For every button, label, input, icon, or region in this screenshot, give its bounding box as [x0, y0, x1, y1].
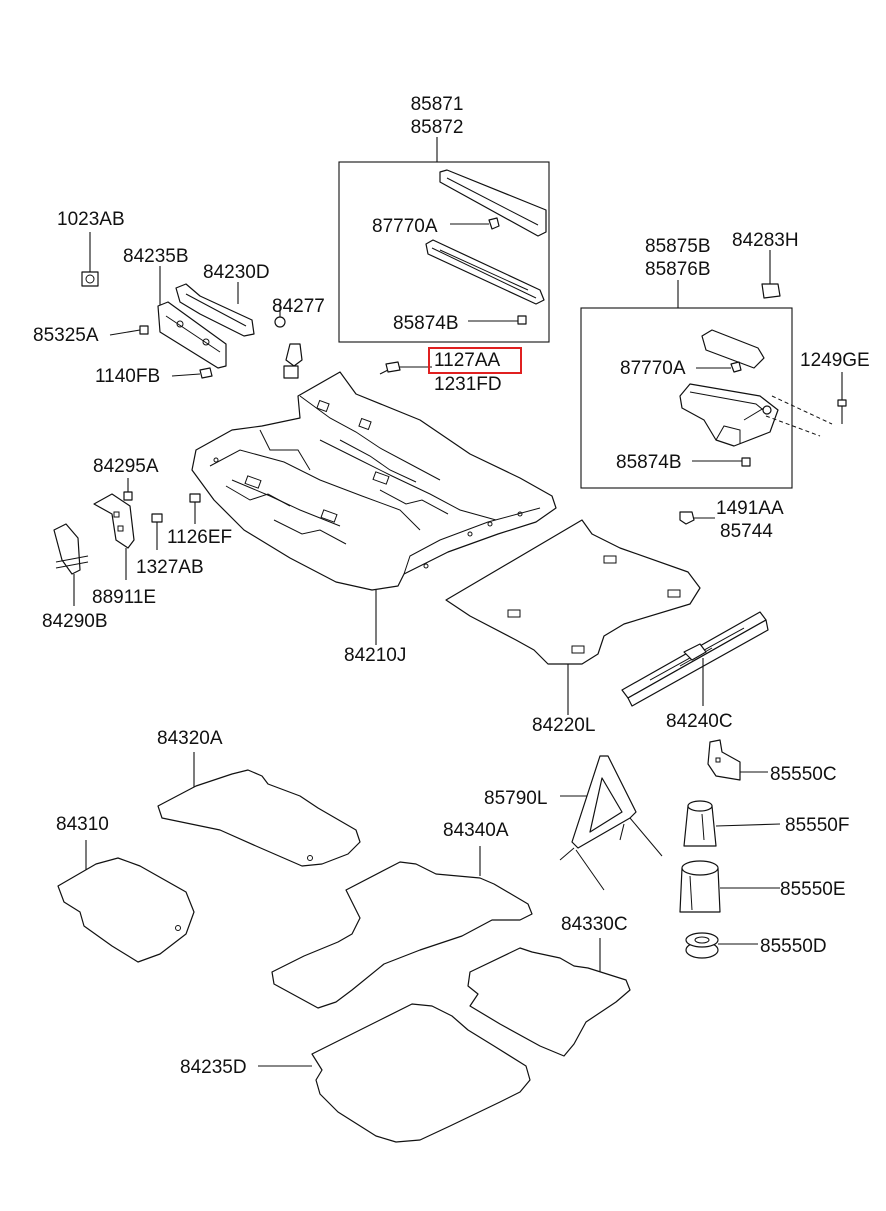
label-84220l: 84220L	[532, 715, 595, 736]
label-85550c: 85550C	[770, 764, 837, 785]
label-1023ab: 1023AB	[57, 209, 125, 230]
label-85876b: 85876B	[645, 259, 711, 280]
highlight-box-1127aa	[428, 347, 522, 374]
part-84220l	[445, 519, 701, 715]
part-84320a	[157, 752, 361, 867]
label-84235d: 84235D	[180, 1057, 247, 1078]
label-85875b: 85875B	[645, 236, 711, 257]
label-85874b-top: 85874B	[393, 313, 459, 334]
part-1249ge	[837, 372, 847, 424]
part-85790l	[559, 755, 663, 891]
part-85550d	[685, 932, 758, 959]
part-1140fb	[171, 367, 213, 379]
label-1231fd: 1231FD	[434, 374, 502, 395]
label-85550d: 85550D	[760, 936, 827, 957]
label-84310: 84310	[56, 814, 109, 835]
part-85550c	[707, 739, 768, 781]
part-84235b	[157, 266, 227, 369]
label-1327ab: 1327AB	[136, 557, 204, 578]
label-84210j: 84210J	[344, 645, 406, 666]
label-88911e: 88911E	[92, 587, 156, 608]
label-85744: 85744	[720, 521, 773, 542]
part-85550f	[683, 800, 781, 847]
part-88911e	[93, 493, 135, 580]
label-84340a: 84340A	[443, 820, 509, 841]
label-84295a: 84295A	[93, 456, 159, 477]
label-87770a-right: 87770A	[620, 358, 686, 379]
label-85874b-right: 85874B	[616, 452, 682, 473]
part-1127aa	[379, 361, 432, 375]
box-85875-group	[580, 280, 833, 489]
label-85871: 85871	[411, 94, 464, 115]
label-87770a-top: 87770A	[372, 216, 438, 237]
label-1491aa: 1491AA	[716, 498, 784, 519]
part-84295a	[123, 478, 133, 501]
part-84235d	[258, 1003, 531, 1143]
part-84230d	[175, 282, 255, 337]
part-84310	[57, 840, 195, 963]
label-84290b: 84290B	[42, 611, 108, 632]
part-84283h	[761, 250, 781, 299]
label-1249ge: 1249GE	[800, 350, 870, 371]
part-85550e	[679, 860, 780, 913]
label-1126ef: 1126EF	[167, 527, 232, 548]
label-84240c: 84240C	[666, 711, 733, 732]
label-84230d: 84230D	[203, 262, 270, 283]
part-84240c	[621, 611, 769, 707]
label-1127aa: 1127AA	[434, 350, 501, 371]
part-84330c	[467, 938, 631, 1057]
label-85550e: 85550E	[780, 879, 846, 900]
label-85325a: 85325A	[33, 325, 99, 346]
part-85325a	[109, 325, 149, 336]
part-84277	[274, 302, 303, 379]
part-1126ef	[189, 493, 201, 524]
label-84330c: 84330C	[561, 914, 628, 935]
label-84235b: 84235B	[123, 246, 189, 267]
label-85872: 85872	[411, 117, 464, 138]
part-84210j	[191, 371, 557, 645]
part-1327ab	[151, 513, 163, 550]
part-1491aa	[679, 511, 715, 525]
part-1023ab	[81, 232, 99, 287]
label-85790l: 85790L	[484, 788, 547, 809]
box-85871	[338, 161, 550, 343]
label-84283h: 84283H	[732, 230, 799, 251]
label-1140fb: 1140FB	[95, 366, 160, 387]
part-84290b	[53, 523, 89, 606]
label-84320a: 84320A	[157, 728, 223, 749]
box-85871-group	[338, 137, 550, 343]
label-85550f: 85550F	[785, 815, 849, 836]
box-85875	[580, 307, 793, 489]
part-84340a	[271, 846, 533, 1009]
label-84277: 84277	[272, 296, 325, 317]
